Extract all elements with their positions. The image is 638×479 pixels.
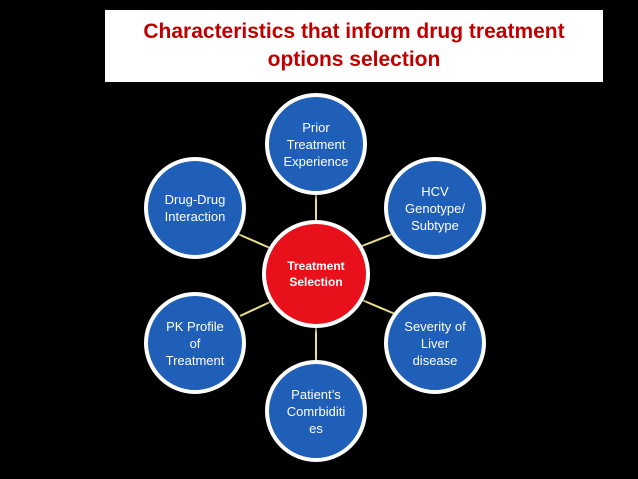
title-banner: Characteristics that inform drug treatme… bbox=[105, 10, 603, 82]
node-label: HCV Genotype/ Subtype bbox=[405, 183, 465, 233]
connector-lower-right bbox=[361, 299, 396, 315]
node-hcv-genotype: HCV Genotype/ Subtype bbox=[384, 157, 486, 259]
connector-upper-right bbox=[361, 232, 396, 247]
node-label: Prior Treatment Experience bbox=[283, 119, 349, 169]
node-label: Patient’s Comrbiditi es bbox=[286, 386, 346, 436]
node-patient-comorbidities: Patient’s Comrbiditi es bbox=[265, 360, 367, 462]
node-pk-profile: PK Profile of Treatment bbox=[144, 292, 246, 394]
node-label: PK Profile of Treatment bbox=[165, 318, 225, 368]
center-label: Treatment Selection bbox=[287, 259, 345, 289]
diagram-title: Characteristics that inform drug treatme… bbox=[143, 20, 565, 71]
node-drug-interaction: Drug-Drug Interaction bbox=[144, 157, 246, 259]
node-label: Drug-Drug Interaction bbox=[164, 192, 226, 224]
node-label: Severity of Liver disease bbox=[404, 318, 466, 368]
connector-upper-left bbox=[237, 233, 271, 249]
node-treatment-selection: Treatment Selection bbox=[262, 220, 370, 328]
node-prior-treatment: Prior Treatment Experience bbox=[265, 93, 367, 195]
node-liver-severity: Severity of Liver disease bbox=[384, 292, 486, 394]
connector-lower-left bbox=[239, 301, 271, 317]
